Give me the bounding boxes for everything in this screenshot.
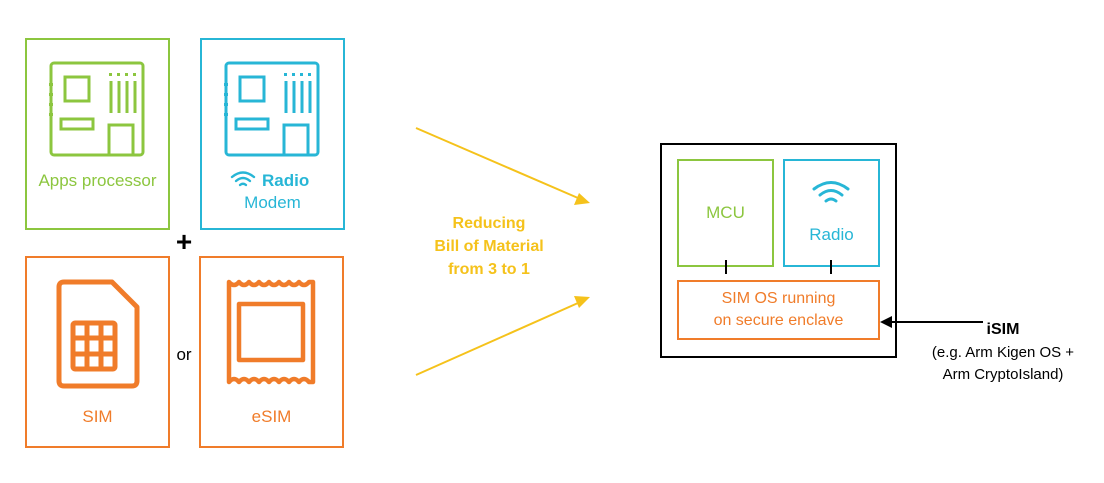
plus-sign: + — [175, 226, 193, 257]
reducing-text-line3: from 3 to 1 — [448, 261, 530, 278]
radio-chip-label: Radio — [809, 225, 854, 244]
sim-os-line2: on secure enclave — [713, 312, 844, 329]
sim-os-line1: SIM OS running — [721, 290, 836, 307]
isim-desc-line2: Arm CryptoIsland) — [942, 366, 1064, 383]
apps-processor-label: Apps processor — [38, 171, 157, 190]
wifi-icon — [812, 181, 850, 203]
esim-chip-icon — [226, 279, 316, 385]
wifi-icon — [230, 171, 256, 187]
esim-label: eSIM — [251, 407, 292, 426]
esim-box — [199, 256, 344, 448]
radio-connector — [830, 260, 832, 274]
isim-pointer-arrow — [880, 316, 983, 328]
reducing-text-line2: Bill of Material — [434, 238, 544, 255]
sim-card-icon — [56, 279, 140, 389]
circuit-board-icon — [224, 61, 320, 157]
mcu-connector — [725, 260, 727, 274]
radio-label: Radio — [262, 171, 310, 190]
mcu-box — [677, 159, 774, 267]
reducing-text-line1: Reducing — [452, 215, 526, 232]
mcu-label: MCU — [706, 203, 745, 222]
radio-modem-box — [200, 38, 345, 230]
or-label: or — [176, 345, 192, 364]
radio-box — [783, 159, 880, 267]
sim-os-box — [677, 280, 880, 340]
isim-title: iSIM — [986, 321, 1020, 338]
sim-label: SIM — [82, 407, 113, 426]
circuit-board-icon — [49, 61, 145, 157]
modem-label: Modem — [244, 193, 301, 212]
isim-desc-line1: (e.g. Arm Kigen OS + — [931, 344, 1075, 361]
apps-processor-box — [25, 38, 170, 230]
